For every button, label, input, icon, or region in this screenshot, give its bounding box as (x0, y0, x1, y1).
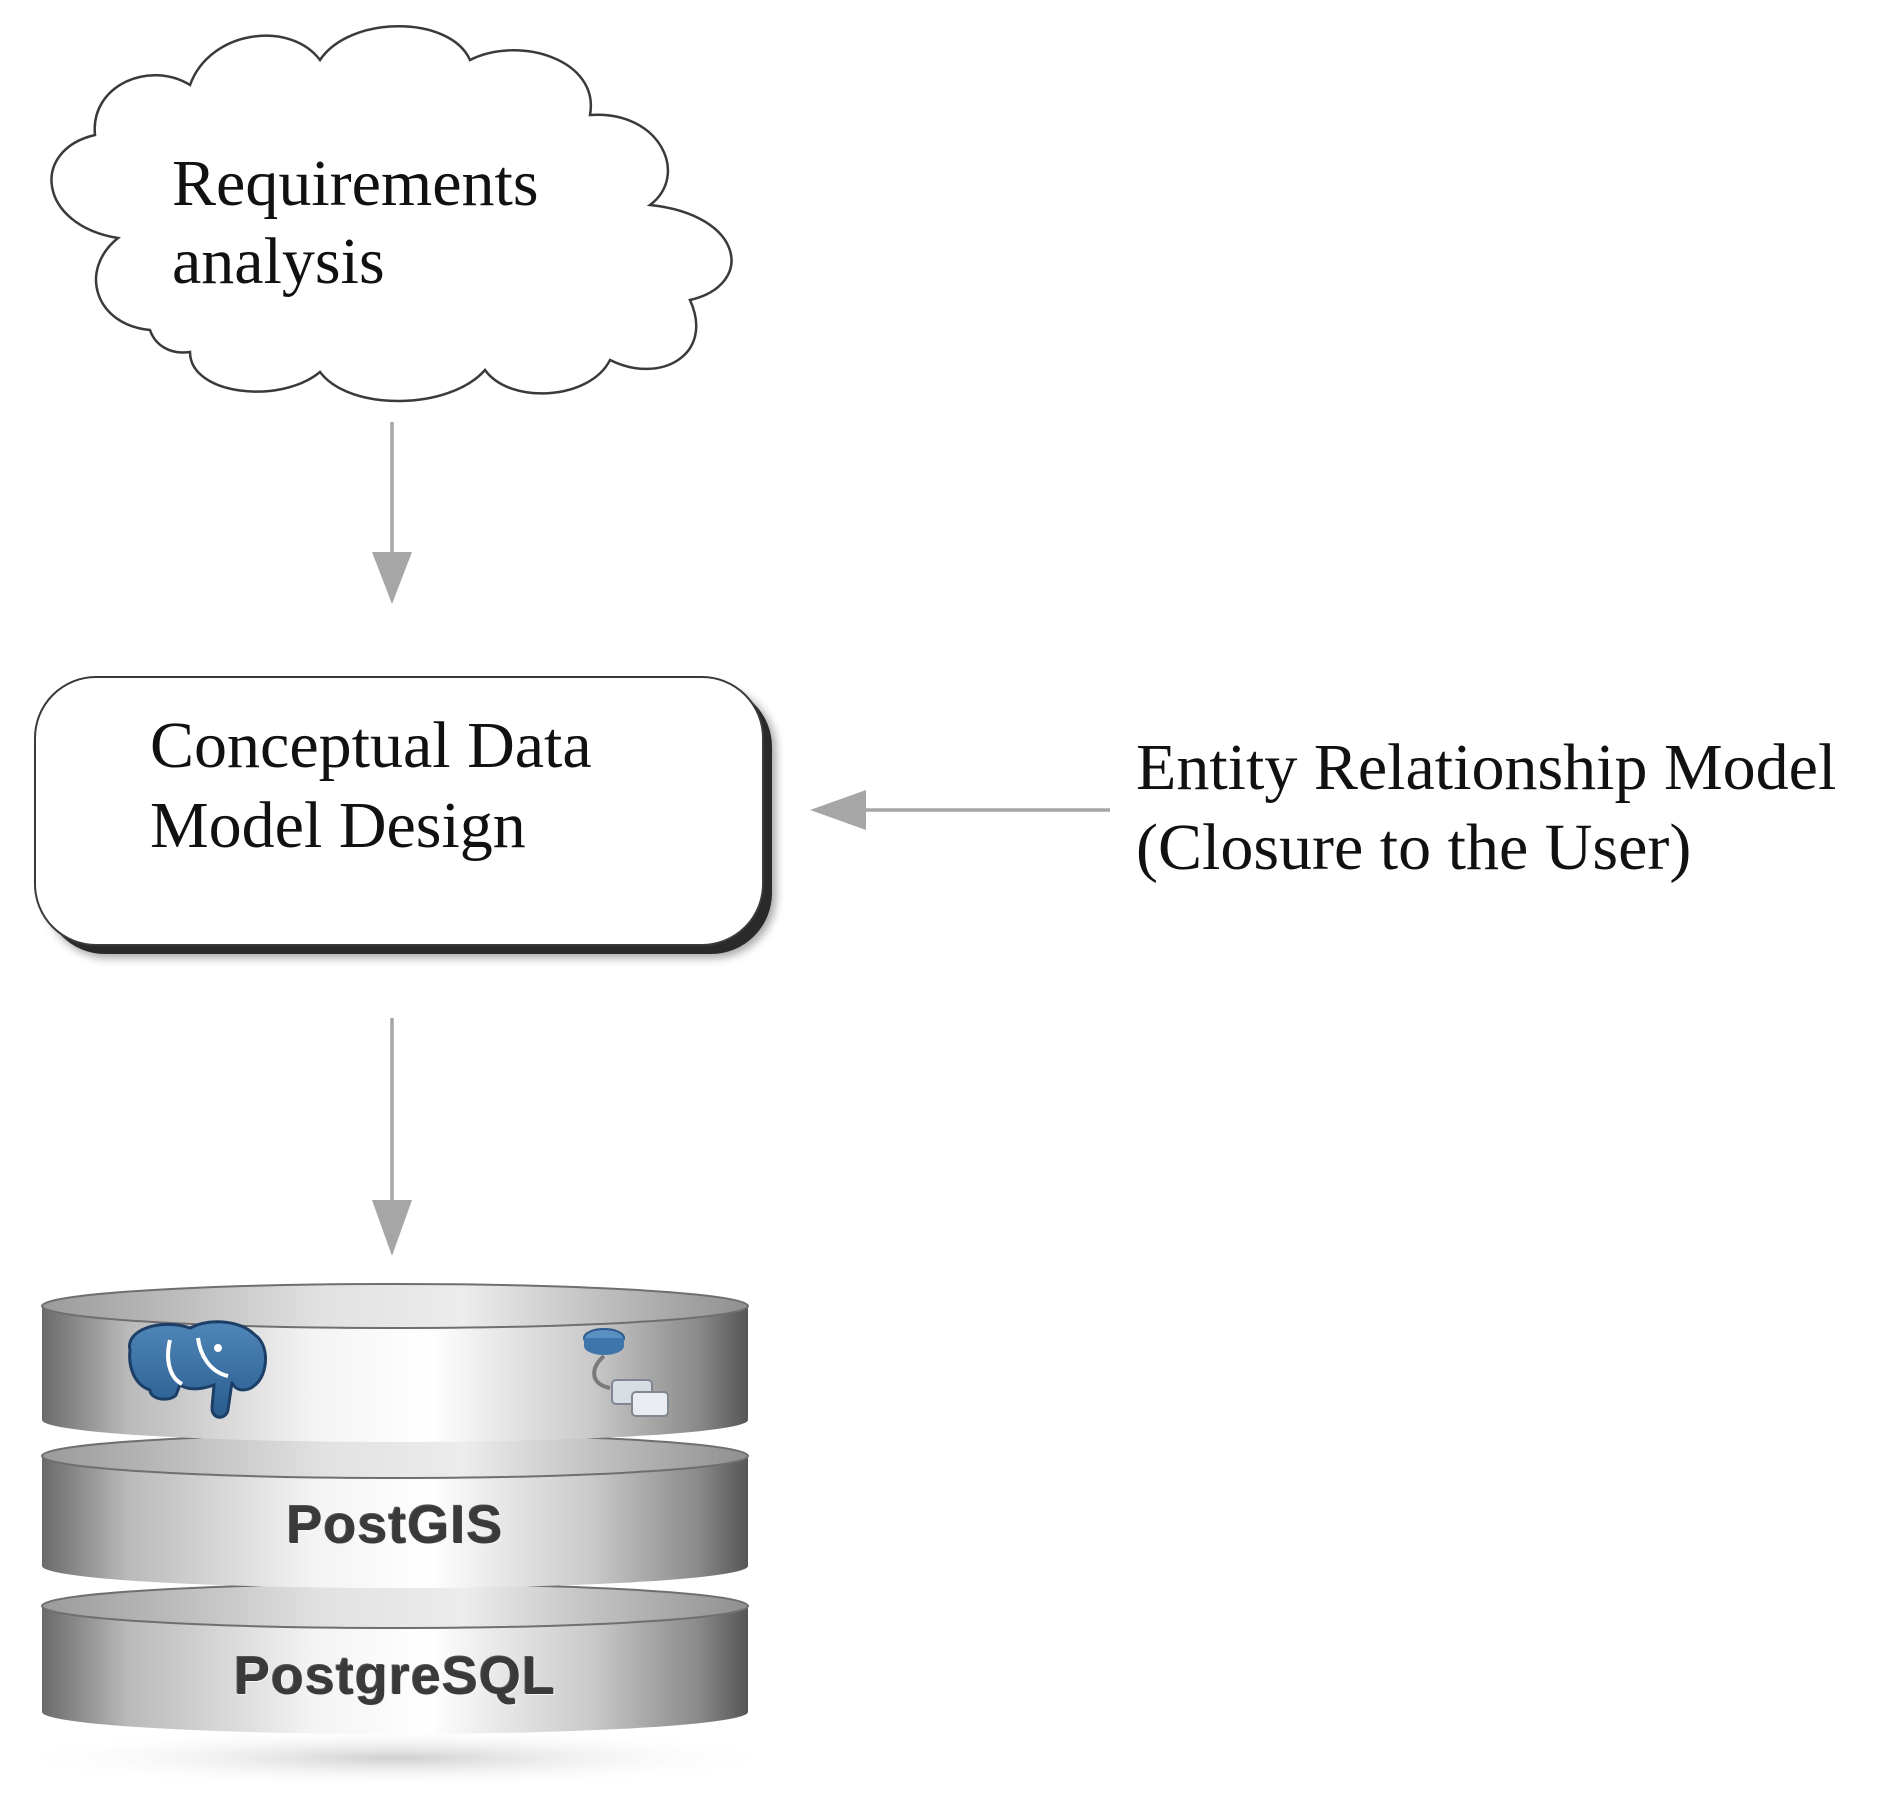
process-box-line-2: Model Design (150, 789, 526, 862)
side-note: Entity Relationship Model (Closure to th… (1136, 728, 1836, 888)
db-disk-bottom (41, 1583, 749, 1734)
cloud-label-line-1: Requirements (172, 147, 539, 220)
arrow-box-to-database (372, 1018, 412, 1256)
process-box-label: Conceptual Data Model Design (150, 706, 592, 866)
db-disk-middle (41, 1433, 749, 1588)
arrow-cloud-to-box (372, 422, 412, 604)
cloud-shape (50, 25, 733, 403)
process-box (34, 676, 764, 946)
database-stack (6, 1283, 786, 1788)
side-note-line-2: (Closure to the User) (1136, 811, 1692, 884)
arrow-note-to-box (810, 790, 1110, 830)
db-layer-label-postgis: PostGIS (286, 1495, 504, 1555)
process-box-line-1: Conceptual Data (150, 709, 592, 782)
db-layer-label-postgresql: PostgreSQL (233, 1646, 557, 1706)
postgresql-elephant-icon (128, 1320, 267, 1419)
database-connection-icon (583, 1328, 669, 1417)
side-note-line-1: Entity Relationship Model (1136, 731, 1837, 804)
cloud-label: Requirements analysis (172, 145, 539, 301)
cloud-label-line-2: analysis (172, 225, 385, 298)
